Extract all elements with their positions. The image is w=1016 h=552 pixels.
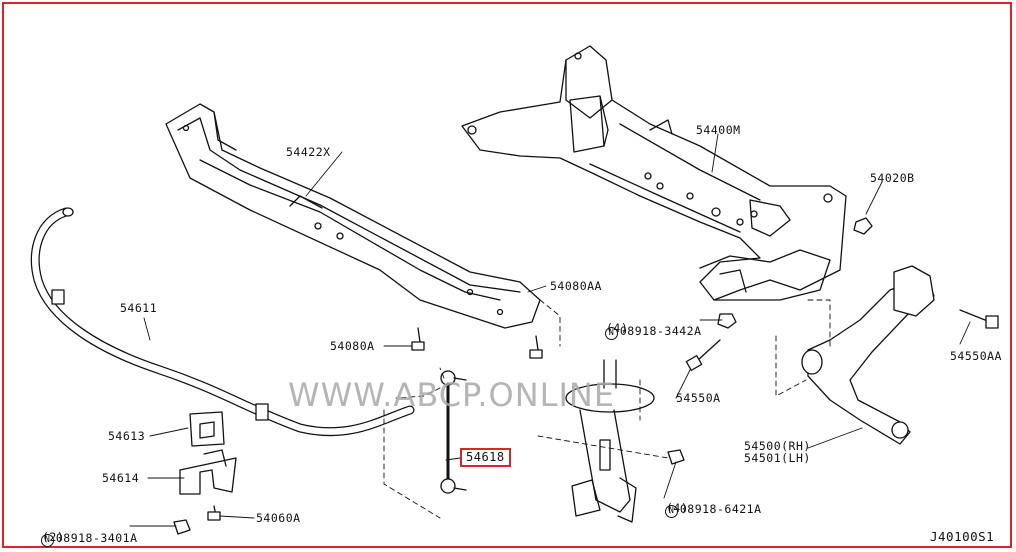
part-label-54080aa[interactable]: 54080AA <box>550 279 602 293</box>
subframe-54400m <box>461 45 847 301</box>
part-label-54080a[interactable]: 54080A <box>330 339 375 353</box>
part-number-text: 08918-6421A <box>679 502 762 516</box>
clamp-54614 <box>179 449 237 495</box>
nut-08918-3442a <box>717 313 737 329</box>
reference-lines <box>383 299 831 519</box>
part-label-54400m[interactable]: 54400M <box>696 123 741 137</box>
bushing-54613 <box>189 411 225 447</box>
part-label-54060a[interactable]: 54060A <box>256 511 301 525</box>
nut-08918-3401a <box>173 519 191 535</box>
quantity-label: (2) <box>42 530 65 544</box>
part-label-54501-lh[interactable]: 54501(LH) <box>744 451 811 465</box>
quantity-label: (4) <box>606 321 629 335</box>
part-label-54611[interactable]: 54611 <box>120 301 158 315</box>
strut-assembly <box>565 359 655 523</box>
part-label-54618-highlighted[interactable]: 54618 <box>460 448 511 467</box>
bolt-54550a <box>685 339 721 371</box>
n-symbol-icon: N <box>664 505 678 518</box>
part-number-text: 08918-3442A <box>619 324 702 338</box>
bolt-54060a <box>207 505 221 521</box>
stabilizer-link-54618 <box>440 370 467 494</box>
bolt-54550aa <box>959 309 999 329</box>
part-label-54550aa[interactable]: 54550AA <box>950 349 1002 363</box>
nut-08918-6421a <box>667 449 685 465</box>
nut-54020b <box>853 217 873 235</box>
bolt-54080a <box>411 327 425 351</box>
part-label-54550a[interactable]: 54550A <box>676 391 721 405</box>
quantity-label: (4) <box>666 501 689 515</box>
diagram-id: J40100S1 <box>930 529 995 544</box>
bolt-54080aa <box>529 335 543 359</box>
watermark-text: WWW.ABCP.ONLINE <box>288 376 616 414</box>
part-label-54614[interactable]: 54614 <box>102 471 140 485</box>
n-symbol-icon: N <box>604 327 618 340</box>
part-label-54500-rh[interactable]: 54500(RH) <box>744 439 811 453</box>
part-label-54613[interactable]: 54613 <box>108 429 146 443</box>
lower-control-arm-54500 <box>801 265 935 445</box>
stabilizer-bar-54611 <box>30 207 415 437</box>
part-number-text: 08918-3401A <box>55 531 138 545</box>
n-symbol-icon: N <box>40 534 54 547</box>
part-label-54020b[interactable]: 54020B <box>870 171 915 185</box>
part-label-54422x[interactable]: 54422X <box>286 145 331 159</box>
leader-lines <box>129 133 971 527</box>
